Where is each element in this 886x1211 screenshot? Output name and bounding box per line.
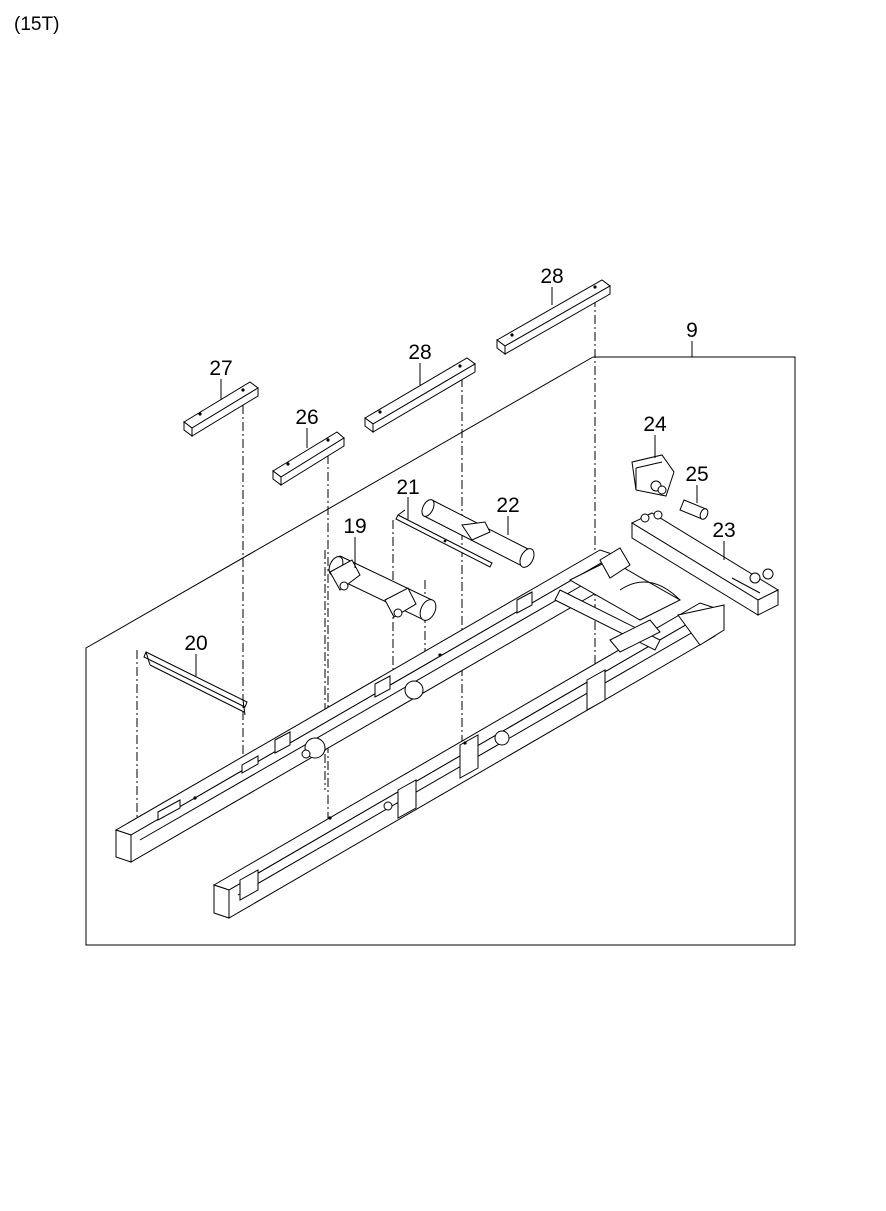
callout-24: 24 <box>643 413 667 436</box>
part-27-block <box>183 381 259 437</box>
part-28-middle-block <box>364 357 476 433</box>
part-24-bracket <box>631 454 675 497</box>
callout-22: 22 <box>496 494 519 517</box>
chassis-left-rail <box>114 549 617 863</box>
callout-labels: 28 9 27 28 26 24 25 21 22 19 23 20 <box>184 265 735 655</box>
rear-crossmembers <box>554 547 682 653</box>
callout-23: 23 <box>712 519 735 542</box>
chassis-right-rail <box>212 602 725 919</box>
callout-9: 9 <box>686 319 698 342</box>
part-22-shaft <box>421 499 535 568</box>
callout-28-upper: 28 <box>540 265 563 288</box>
part-26-block <box>272 431 345 486</box>
variant-label: (15T) <box>14 14 60 35</box>
part-23-crossmember <box>630 510 780 616</box>
callout-27: 27 <box>209 357 232 380</box>
callout-20: 20 <box>184 632 207 655</box>
callout-26: 26 <box>295 406 318 429</box>
part-19-tube <box>328 555 437 621</box>
part-25-pin <box>679 499 709 520</box>
callout-28-middle: 28 <box>408 341 431 364</box>
part-28-upper-block <box>496 279 611 355</box>
leader-lines <box>195 287 725 676</box>
callout-21: 21 <box>396 476 419 499</box>
assembly-frame <box>85 356 796 946</box>
part-20-bracket <box>143 651 248 716</box>
callout-19: 19 <box>343 515 366 538</box>
callout-25: 25 <box>685 463 708 486</box>
part-21-plate <box>395 509 493 568</box>
